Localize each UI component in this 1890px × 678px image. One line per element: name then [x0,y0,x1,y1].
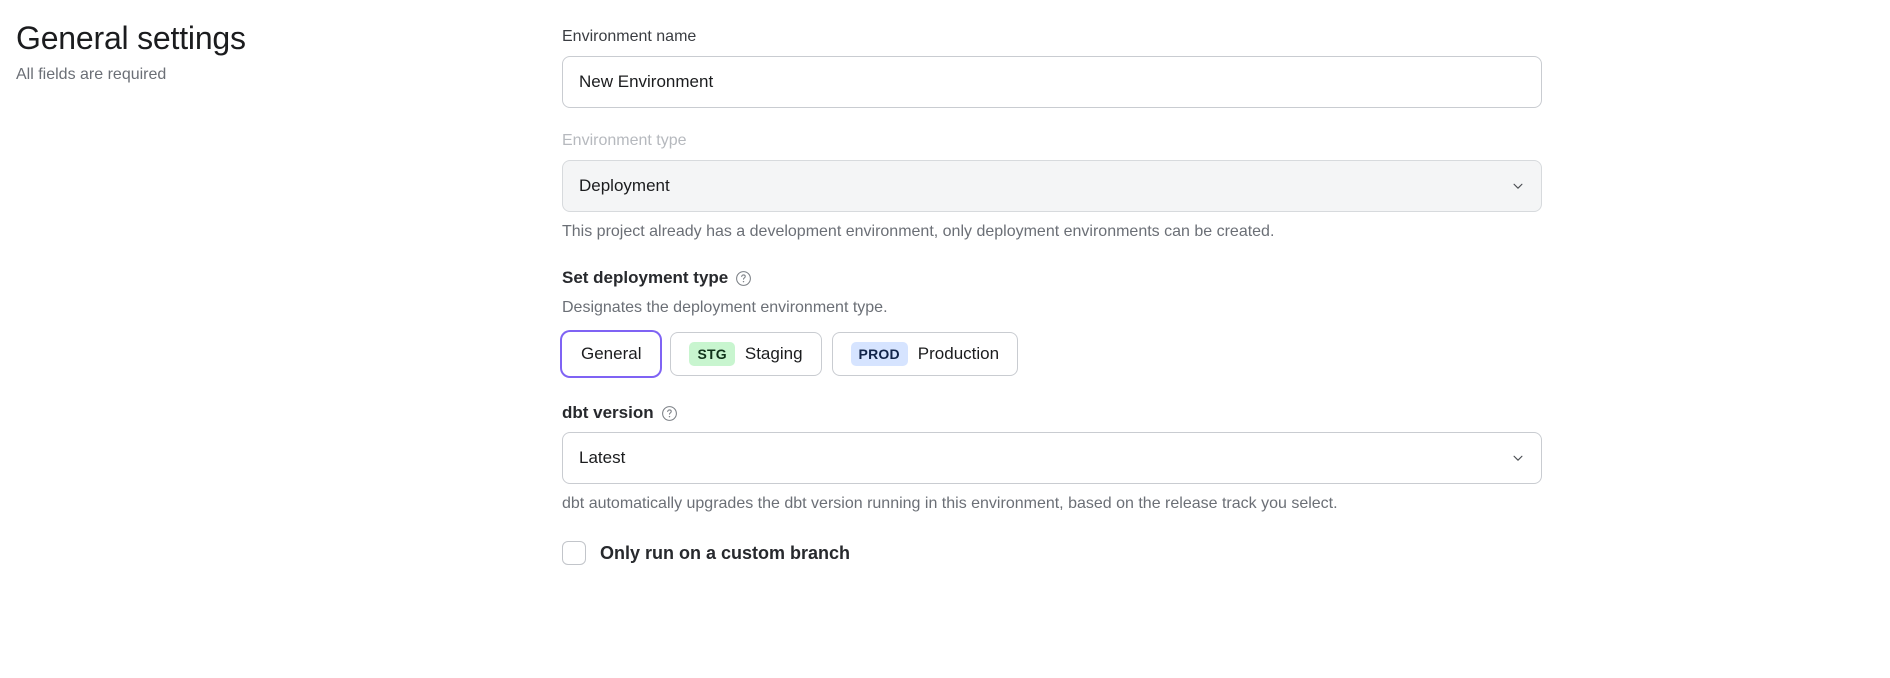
custom-branch-row: Only run on a custom branch [562,541,1542,565]
deployment-type-title: Set deployment type [562,268,729,287]
deployment-type-field: Set deployment type Designates the deplo… [562,267,1542,376]
page-title: General settings [16,20,246,56]
environment-name-field: Environment name [562,26,1542,108]
dbt-version-helper: dbt automatically upgrades the dbt versi… [562,495,1338,512]
deployment-type-option-staging[interactable]: STG Staging [670,332,822,376]
environment-type-field: Environment type Deployment This project… [562,130,1542,243]
environment-type-value: Deployment [579,176,670,195]
help-circle-icon[interactable] [735,270,752,287]
deployment-type-description: Designates the deployment environment ty… [562,299,888,316]
deployment-type-options: General STG Staging PROD Production [562,332,1542,376]
dbt-version-header: dbt version [562,402,1542,424]
environment-name-input[interactable] [562,56,1542,108]
production-badge: PROD [850,342,908,366]
deployment-type-header: Set deployment type [562,267,1542,289]
help-circle-icon[interactable] [661,405,678,422]
environment-name-label: Environment name [562,28,697,45]
deployment-type-option-general-label: General [581,344,642,363]
deployment-type-option-general[interactable]: General [562,332,661,376]
dbt-version-value: Latest [579,448,626,467]
custom-branch-label: Only run on a custom branch [600,543,851,563]
deployment-type-option-production[interactable]: PROD Production [831,332,1019,376]
settings-form: Environment name Environment type Deploy… [562,26,1542,565]
dbt-version-field: dbt version Latest dbt automatically upg… [562,402,1542,515]
environment-type-label: Environment type [562,132,687,149]
environment-type-helper: This project already has a development e… [562,223,1275,240]
chevron-down-icon [1513,455,1523,461]
deployment-type-option-production-label: Production [917,344,1000,363]
page-subtitle: All fields are required [16,66,167,83]
dbt-version-select[interactable]: Latest [562,432,1542,484]
chevron-down-icon [1513,183,1523,189]
deployment-type-option-staging-label: Staging [744,344,803,363]
dbt-version-title: dbt version [562,403,654,422]
staging-badge: STG [689,342,735,366]
environment-type-select[interactable]: Deployment [562,160,1542,212]
custom-branch-checkbox[interactable] [562,541,586,565]
settings-intro: General settings All fields are required [16,18,516,86]
